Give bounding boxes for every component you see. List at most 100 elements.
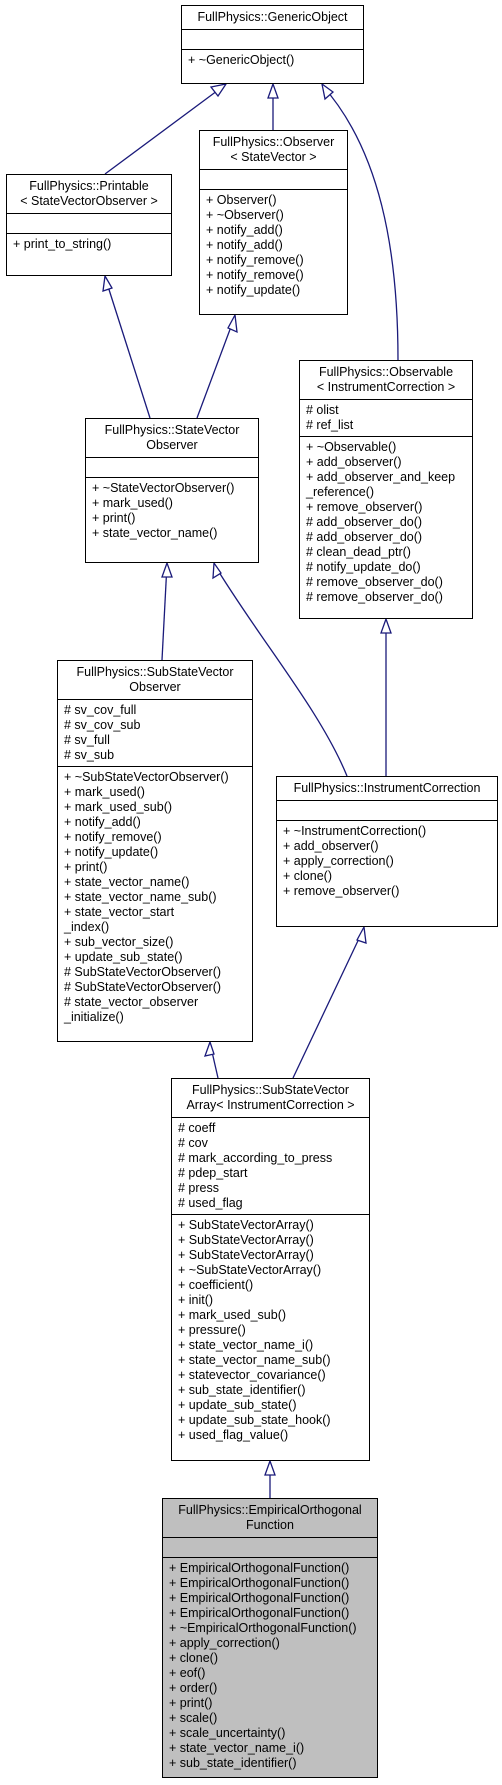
- method: + init(): [178, 1293, 214, 1307]
- attributes-section: # olist # ref_list: [300, 399, 472, 436]
- arrowhead-svobserver-left: [161, 561, 173, 578]
- class-title: FullPhysics::EmpiricalOrthogonal Functio…: [178, 1503, 362, 1532]
- method: + update_sub_state_hook(): [178, 1413, 331, 1427]
- class-statevector-observer[interactable]: FullPhysics::StateVector Observer + ~Sta…: [85, 418, 259, 563]
- method: + add_observer(): [306, 455, 402, 469]
- method: + notify_add(): [206, 223, 283, 237]
- method: + SubStateVectorArray(): [178, 1218, 314, 1232]
- class-observable[interactable]: FullPhysics::Observable < InstrumentCorr…: [299, 360, 473, 619]
- attributes-section: [200, 169, 347, 189]
- method: + ~StateVectorObserver(): [92, 481, 235, 495]
- attributes-section: # coeff # cov # mark_according_to_press …: [172, 1117, 369, 1214]
- method: # SubStateVectorObserver(): [64, 980, 222, 994]
- method: + remove_observer(): [306, 500, 423, 514]
- method: + used_flag_value(): [178, 1428, 289, 1442]
- method: + notify_remove(): [64, 830, 162, 844]
- method: + notify_update(): [206, 283, 301, 297]
- class-substatevector-observer[interactable]: FullPhysics::SubStateVector Observer # s…: [57, 660, 253, 1042]
- method: + add_observer(): [283, 839, 379, 853]
- methods-section: + print_to_string(): [7, 233, 171, 255]
- method: # remove_observer_do(): [306, 590, 443, 604]
- attribute: # olist: [306, 403, 339, 417]
- method: + notify_add(): [64, 815, 141, 829]
- method: _index(): [64, 920, 110, 934]
- arrowhead-genericobject-center: [267, 82, 279, 99]
- method: + apply_correction(): [283, 854, 394, 868]
- edge-instcorr-svobserver: [213, 563, 348, 777]
- methods-section: + ~InstrumentCorrection() + add_observer…: [277, 820, 497, 902]
- arrowhead-observer: [227, 312, 238, 334]
- method: + scale(): [169, 1711, 218, 1725]
- method: + ~Observer(): [206, 208, 284, 222]
- class-substatevector-array[interactable]: FullPhysics::SubStateVector Array< Instr…: [171, 1078, 370, 1461]
- method: + EmpiricalOrthogonalFunction(): [169, 1606, 350, 1620]
- method: # SubStateVectorObserver(): [64, 965, 222, 979]
- class-title: FullPhysics::Observer < StateVector >: [212, 135, 335, 164]
- method: _initialize(): [64, 1010, 124, 1024]
- method: + notify_update(): [64, 845, 159, 859]
- methods-section: + ~Observable() + add_observer() + add_o…: [300, 436, 472, 608]
- edge-svobserver-printable: [104, 276, 151, 419]
- method: + mark_used_sub(): [64, 800, 173, 814]
- attributes-section: [277, 800, 497, 820]
- attribute: # sv_cov_sub: [64, 718, 141, 732]
- method: + ~Observable(): [306, 440, 397, 454]
- attribute: # ref_list: [306, 418, 354, 432]
- method: + eof(): [169, 1666, 206, 1680]
- edge-observable-genericobject: [321, 84, 399, 361]
- class-generic-object[interactable]: FullPhysics::GenericObject + ~GenericObj…: [181, 5, 364, 84]
- class-empirical-orthogonal-function[interactable]: FullPhysics::EmpiricalOrthogonal Functio…: [162, 1498, 378, 1778]
- attribute: # coeff: [178, 1121, 216, 1135]
- method: # add_observer_do(): [306, 515, 423, 529]
- class-instrument-correction[interactable]: FullPhysics::InstrumentCorrection + ~Ins…: [276, 776, 498, 927]
- attribute: # mark_according_to_press: [178, 1151, 333, 1165]
- method: + ~InstrumentCorrection(): [283, 824, 427, 838]
- methods-section: + ~GenericObject(): [182, 49, 363, 71]
- method: + EmpiricalOrthogonalFunction(): [169, 1591, 350, 1605]
- method: + notify_remove(): [206, 253, 304, 267]
- method: + state_vector_name_i(): [178, 1338, 314, 1352]
- method: + print(): [64, 860, 108, 874]
- arrowhead-subsvarray: [264, 1459, 276, 1476]
- method: + state_vector_name(): [92, 526, 218, 540]
- methods-section: + ~StateVectorObserver() + mark_used() +…: [86, 477, 258, 544]
- attributes-section: # sv_cov_full # sv_cov_sub # sv_full # s…: [58, 699, 252, 766]
- method: + mark_used(): [92, 496, 173, 510]
- class-printable[interactable]: FullPhysics::Printable < StateVectorObse…: [6, 174, 172, 276]
- attribute: # press: [178, 1181, 219, 1195]
- method: + EmpiricalOrthogonalFunction(): [169, 1561, 350, 1575]
- method: + print(): [92, 511, 136, 525]
- edge-svobserver-observer: [196, 315, 236, 419]
- arrowhead-genericobject-left: [209, 83, 228, 98]
- attributes-section: [86, 457, 258, 477]
- method: + statevector_covariance(): [178, 1368, 326, 1382]
- edge-subsvobserver-svobserver: [161, 563, 168, 661]
- class-title: FullPhysics::StateVector Observer: [104, 423, 240, 452]
- method: + print(): [169, 1696, 213, 1710]
- method: + SubStateVectorArray(): [178, 1248, 314, 1262]
- method: + ~GenericObject(): [188, 53, 295, 67]
- method: + ~EmpiricalOrthogonalFunction(): [169, 1621, 357, 1635]
- method: + clone(): [283, 869, 332, 883]
- method: + coefficient(): [178, 1278, 254, 1292]
- class-observer-statevector[interactable]: FullPhysics::Observer < StateVector > + …: [199, 130, 348, 315]
- edge-subsvarray-instcorr: [292, 927, 365, 1079]
- method: # clean_dead_ptr(): [306, 545, 411, 559]
- attribute: # sv_cov_full: [64, 703, 137, 717]
- method: + update_sub_state(): [178, 1398, 297, 1412]
- method: # state_vector_observer: [64, 995, 199, 1009]
- method: + mark_used(): [64, 785, 145, 799]
- method: + notify_add(): [206, 238, 283, 252]
- method: + Observer(): [206, 193, 277, 207]
- methods-section: + ~SubStateVectorObserver() + mark_used(…: [58, 766, 252, 1028]
- method: + order(): [169, 1681, 218, 1695]
- attribute: # sv_sub: [64, 748, 115, 762]
- method: + ~SubStateVectorObserver(): [64, 770, 229, 784]
- methods-section: + EmpiricalOrthogonalFunction() + Empiri…: [163, 1557, 377, 1774]
- class-title: FullPhysics::Observable < InstrumentCorr…: [316, 365, 456, 394]
- method: + state_vector_start: [64, 905, 175, 919]
- method: + print_to_string(): [13, 237, 112, 251]
- method: + apply_correction(): [169, 1636, 280, 1650]
- method: + state_vector_name_sub(): [178, 1353, 331, 1367]
- method: + sub_vector_size(): [64, 935, 174, 949]
